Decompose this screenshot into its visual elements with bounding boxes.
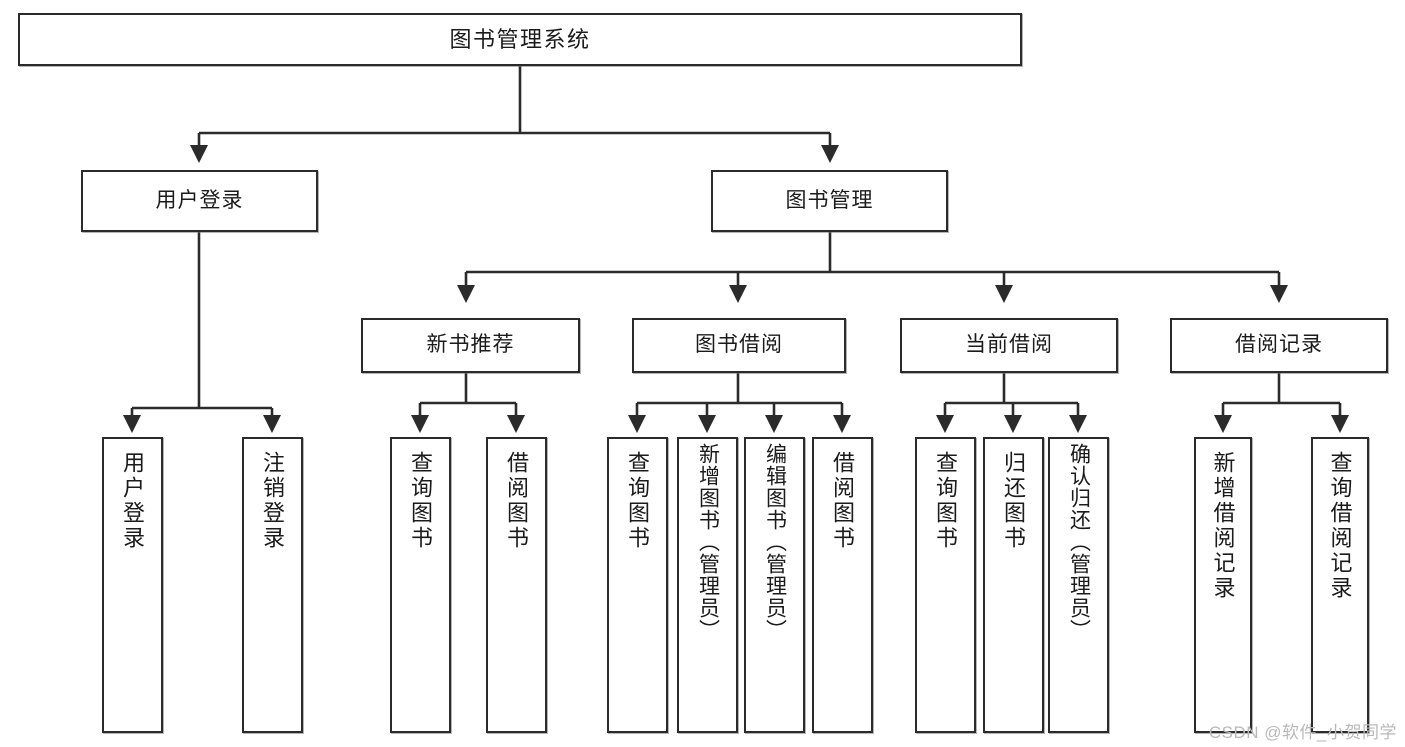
node-label: 用户登录	[120, 451, 146, 551]
node-label: 借阅图书	[830, 451, 856, 551]
node-label: 新书推荐	[426, 333, 515, 357]
node-label: 注销登录	[260, 451, 286, 551]
leaf-current-borrow-confirm-return-admin[interactable]: 确认归还（管理员）	[1048, 437, 1109, 733]
node-label: 图书借阅	[695, 333, 783, 357]
leaf-user-login-login[interactable]: 用户登录	[102, 437, 163, 733]
node-label: 确认归还（管理员）	[1067, 443, 1091, 641]
node-label: 图书管理	[785, 188, 874, 212]
node-label: 图书管理系统	[449, 26, 591, 52]
node-current-borrow[interactable]: 当前借阅	[900, 318, 1118, 373]
leaf-book-borrow-edit-book-admin[interactable]: 编辑图书（管理员）	[744, 437, 805, 733]
node-label: 编辑图书（管理员）	[763, 443, 787, 641]
leaf-new-book-query-book[interactable]: 查询图书	[390, 437, 451, 733]
node-label: 借阅图书	[504, 451, 530, 551]
node-label: 查询借阅记录	[1327, 451, 1353, 601]
leaf-new-book-borrow-book[interactable]: 借阅图书	[486, 437, 547, 733]
node-label: 新增图书（管理员）	[696, 443, 720, 641]
node-label: 查询图书	[625, 451, 651, 551]
csdn-watermark: CSDN @软件_小贺同学	[1208, 723, 1397, 742]
leaf-book-borrow-borrow-book[interactable]: 借阅图书	[812, 437, 873, 733]
leaf-book-borrow-query-book[interactable]: 查询图书	[607, 437, 668, 733]
node-label: 查询图书	[408, 451, 434, 551]
node-borrow-record[interactable]: 借阅记录	[1170, 318, 1388, 373]
leaf-book-borrow-add-book-admin[interactable]: 新增图书（管理员）	[677, 437, 738, 733]
node-label: 归还图书	[1001, 451, 1027, 551]
leaf-user-login-logout[interactable]: 注销登录	[242, 437, 303, 733]
node-label: 借阅记录	[1235, 333, 1323, 357]
node-label: 查询图书	[933, 451, 959, 551]
leaf-current-borrow-return-book[interactable]: 归还图书	[983, 437, 1044, 733]
node-book-borrow[interactable]: 图书借阅	[632, 318, 846, 373]
leaf-borrow-record-query-record[interactable]: 查询借阅记录	[1311, 437, 1369, 733]
node-label: 用户登录	[155, 188, 244, 212]
node-label: 新增借阅记录	[1210, 451, 1236, 601]
leaf-current-borrow-query-book[interactable]: 查询图书	[915, 437, 976, 733]
node-new-book-recommend[interactable]: 新书推荐	[361, 318, 580, 373]
node-label: 当前借阅	[965, 333, 1053, 357]
node-user-login[interactable]: 用户登录	[81, 170, 318, 232]
node-root-book-management-system[interactable]: 图书管理系统	[18, 13, 1022, 66]
node-book-management[interactable]: 图书管理	[711, 170, 948, 232]
leaf-borrow-record-add-record[interactable]: 新增借阅记录	[1194, 437, 1252, 733]
